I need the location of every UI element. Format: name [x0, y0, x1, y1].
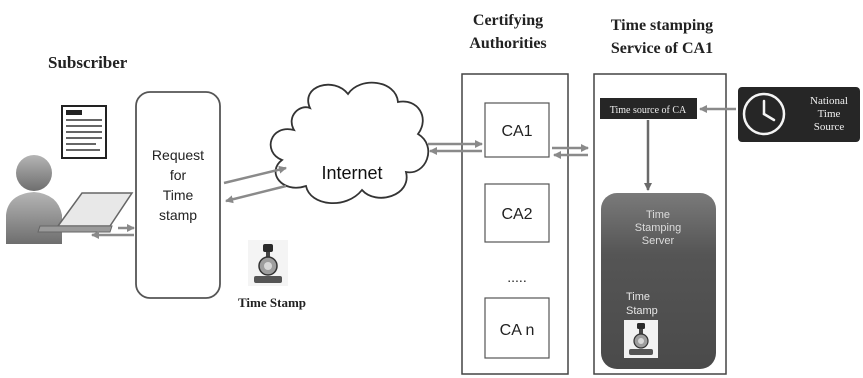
arrow-request-to-internet	[223, 165, 287, 185]
national-time-source-line1: National	[810, 95, 848, 107]
ca2-label: CA2	[501, 206, 532, 223]
document-icon	[61, 105, 107, 159]
internet-label: Internet	[321, 163, 382, 183]
certifying-authorities-heading-line2: Authorities	[469, 35, 546, 52]
can-box	[484, 297, 550, 359]
server-label-line3: Server	[642, 235, 675, 247]
request-label-line4: stamp	[159, 207, 197, 223]
server-stamp-label-line1: Time	[626, 291, 650, 303]
ca-ellipsis: .....	[507, 269, 526, 285]
clock-icon	[742, 92, 786, 136]
request-box	[135, 91, 221, 299]
server-stamp-icon	[624, 320, 658, 358]
cloud-icon	[269, 81, 430, 204]
certifying-authorities-heading-line1: Certifying	[473, 12, 543, 29]
stamp-icon	[248, 240, 288, 286]
time-source-of-ca-label: Time source of CA	[610, 105, 687, 116]
ca1-label: CA1	[501, 123, 532, 140]
ca2-box	[484, 183, 550, 243]
national-time-source-box	[738, 87, 860, 142]
tss-heading-line1: Time stamping	[611, 17, 713, 34]
subscriber-heading: Subscriber	[48, 53, 128, 72]
time-stamp-caption: Time Stamp	[238, 295, 306, 310]
request-label-line3: Time	[163, 187, 194, 203]
request-label-line2: for	[170, 167, 187, 183]
laptop-icon	[37, 192, 134, 233]
national-time-source-line3: Source	[814, 121, 845, 133]
server-stamp-label-line2: Stamp	[626, 305, 658, 317]
request-label-line1: Request	[152, 147, 204, 163]
time-source-of-ca-box	[600, 98, 697, 119]
can-label: CA n	[500, 322, 535, 339]
tss-heading-line2: Service of CA1	[611, 40, 713, 57]
server-label-line2: Stamping	[635, 222, 681, 234]
national-time-source-line2: Time	[818, 108, 841, 120]
arrow-internet-to-request	[225, 184, 287, 204]
server-label-line1: Time	[646, 209, 670, 221]
ca1-box	[484, 102, 550, 158]
